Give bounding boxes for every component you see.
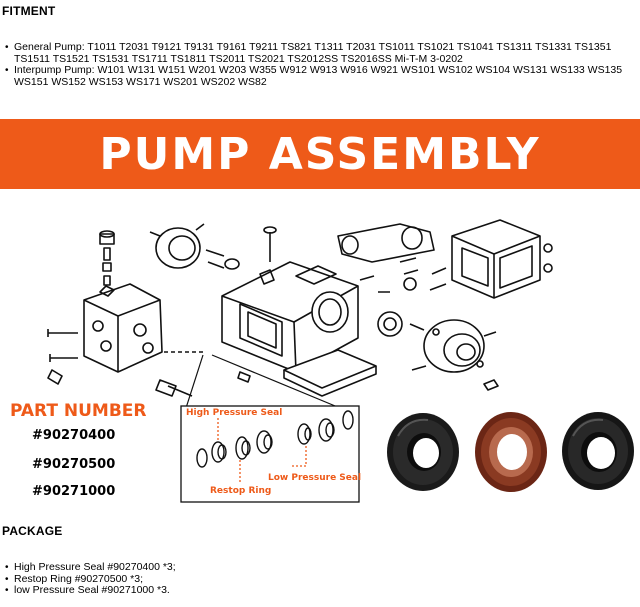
package-heading: PACKAGE <box>2 524 63 538</box>
crankcase-part <box>221 226 359 373</box>
fitment-list: General Pump: T1011 T2031 T9121 T9131 T9… <box>2 41 632 88</box>
part-number-title: PART NUMBER <box>10 401 147 421</box>
callout-restop-ring: Restop Ring <box>210 486 271 496</box>
part-number-item: #90270400 <box>32 428 116 443</box>
list-item: low Pressure Seal #90271000 *3. <box>2 584 632 597</box>
list-item: High Pressure Seal #90270400 *3; <box>2 561 632 574</box>
part-number-item: #90271000 <box>32 484 116 499</box>
seal-detail-box: High Pressure Seal Low Pressure Seal Res… <box>180 405 361 503</box>
bearing-flange-part <box>409 319 497 373</box>
list-item: General Pump: T1011 T2031 T9121 T9131 T9… <box>2 41 632 65</box>
high-pressure-seal-photo <box>387 413 459 491</box>
rear-cover-part <box>429 219 553 299</box>
callout-high-pressure-seal: High Pressure Seal <box>186 408 282 418</box>
banner-title: PUMP ASSEMBLY <box>99 129 541 180</box>
list-item: Restop Ring #90270500 *3; <box>2 573 632 586</box>
package-list: High Pressure Seal #90270400 *3; Restop … <box>2 561 632 597</box>
low-pressure-seal-photo <box>562 412 634 490</box>
list-item: Interpump Pump: W101 W131 W151 W201 W203… <box>2 64 632 88</box>
base-plate-part <box>283 349 377 397</box>
plug-part <box>99 230 115 286</box>
callout-low-pressure-seal: Low Pressure Seal <box>268 473 361 483</box>
fitment-heading: FITMENT <box>2 4 56 18</box>
banner <box>0 119 640 189</box>
part-number-item: #90270500 <box>32 457 116 472</box>
manifold-part <box>83 283 163 373</box>
restop-ring-photo <box>475 412 547 492</box>
head-cover-part <box>149 223 240 270</box>
crankshaft-part <box>337 223 435 275</box>
